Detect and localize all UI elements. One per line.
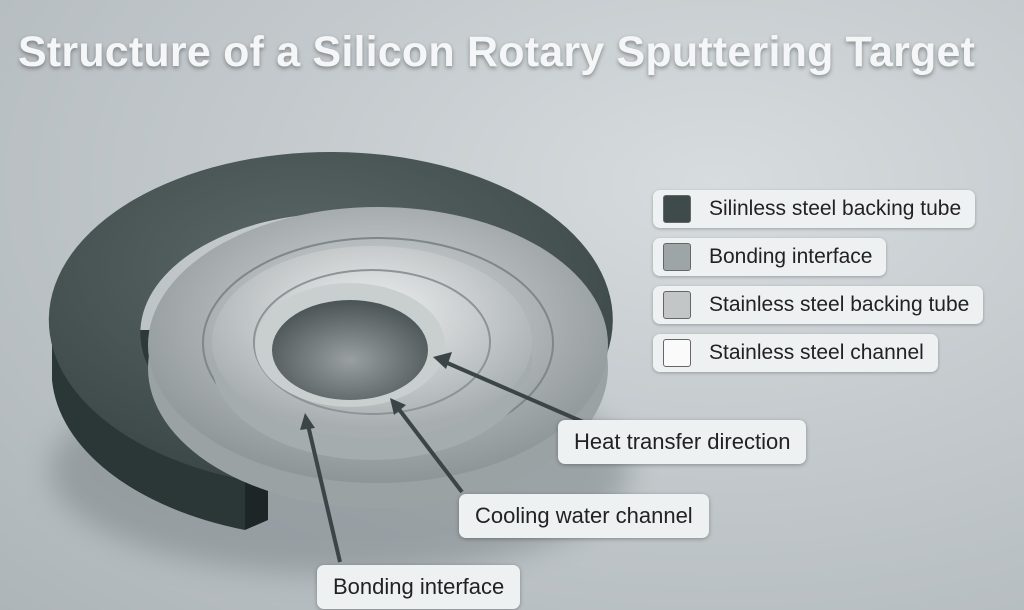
legend-label: Stainless steel channel (709, 341, 924, 364)
leader-heat-transfer (444, 360, 591, 427)
leader-cooling-water (396, 406, 464, 494)
callout-heat-transfer-direction: Heat transfer direction (558, 420, 807, 464)
callout-bonding-interface: Bonding interface (317, 565, 521, 609)
arrowhead-cooling-water (390, 398, 406, 415)
page-title: Structure of a Silicon Rotary Sputtering… (18, 28, 976, 76)
legend-swatch (663, 291, 691, 319)
legend-swatch (663, 243, 691, 271)
arrowhead-heat-transfer (433, 352, 452, 369)
legend-item: Stainless steel channel (653, 334, 938, 372)
legend-label: Stainless steel backing tube (709, 293, 970, 316)
bore-hole (272, 300, 428, 400)
legend-label: Bonding interface (709, 245, 873, 268)
arrowhead-bonding-interface (300, 413, 315, 430)
callout-cooling-water-channel: Cooling water channel (459, 494, 709, 538)
legend: Silinless steel backing tube Bonding int… (653, 190, 984, 382)
leader-bonding-interface (306, 424, 342, 563)
legend-item: Stainless steel backing tube (653, 286, 984, 324)
legend-item: Bonding interface (653, 238, 887, 276)
legend-label: Silinless steel backing tube (709, 197, 962, 220)
legend-swatch (663, 195, 691, 223)
legend-item: Silinless steel backing tube (653, 190, 976, 228)
inner-ring-edge (253, 269, 491, 415)
legend-swatch (663, 339, 691, 367)
